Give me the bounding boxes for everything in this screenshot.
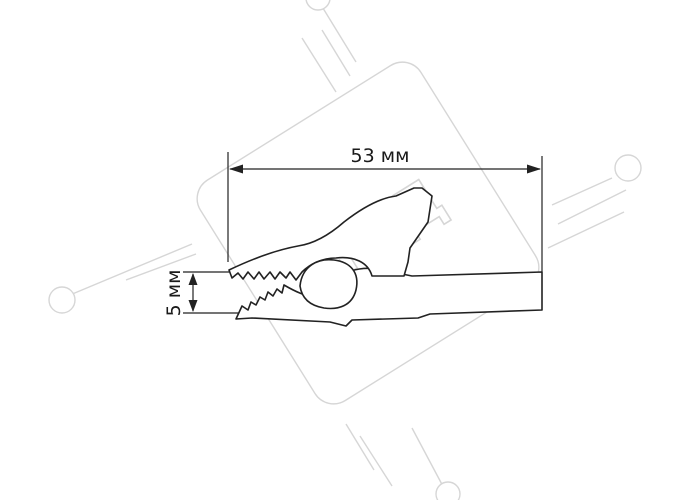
jaw-arrow-bottom xyxy=(188,300,198,312)
watermark-node-right xyxy=(614,154,642,182)
clip-spring-loop xyxy=(299,258,358,310)
crocodile-clip xyxy=(228,187,543,327)
watermark-lines xyxy=(57,0,627,493)
length-arrow-right xyxy=(527,164,541,174)
clip-upper-jaw xyxy=(228,187,433,281)
length-dimension: 53 мм xyxy=(227,145,543,272)
watermark-node-bottom xyxy=(435,481,461,500)
watermark-node-top xyxy=(305,0,331,11)
length-arrow-left xyxy=(229,164,243,174)
length-label: 53 мм xyxy=(351,145,410,167)
watermark-node-left xyxy=(48,286,76,314)
jaw-arrow-top xyxy=(188,273,198,285)
jaw-label: 5 мм xyxy=(163,270,185,317)
clip-lower-jaw xyxy=(235,267,543,327)
